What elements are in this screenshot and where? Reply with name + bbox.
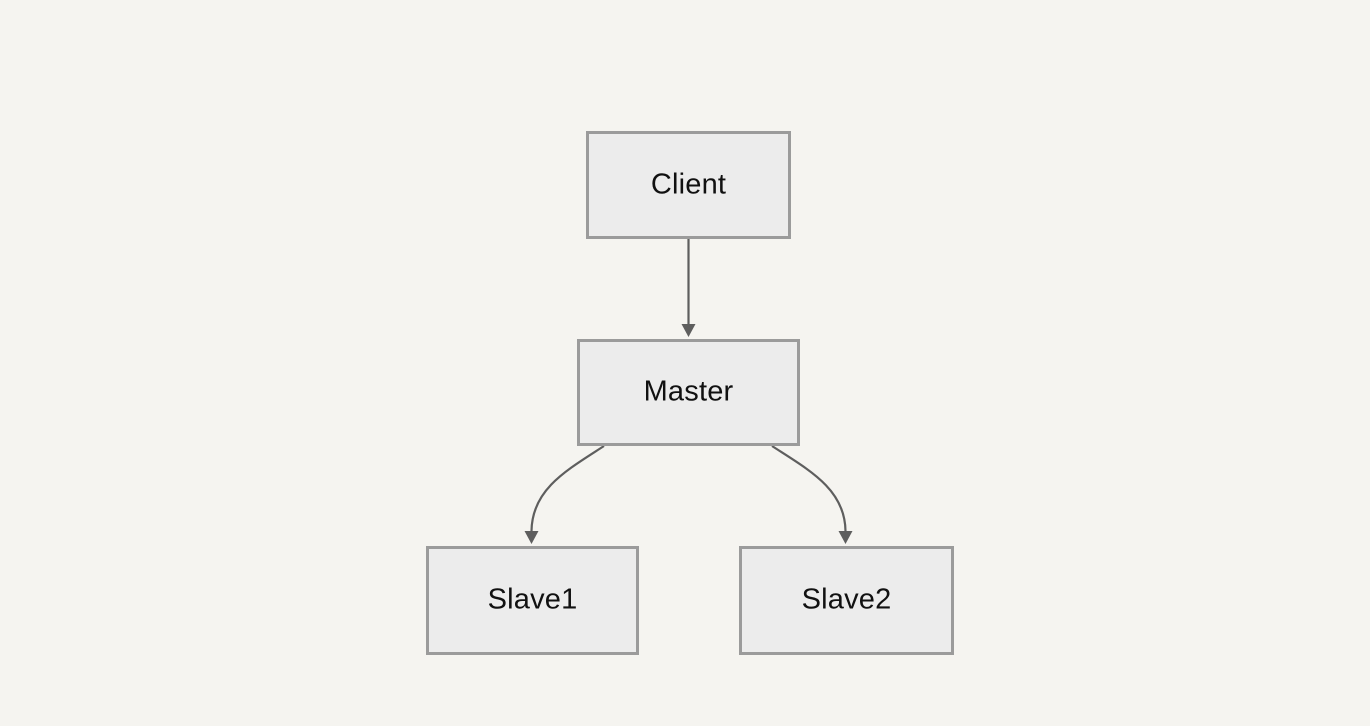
node-master-label: Master: [644, 376, 734, 408]
node-slave1-box[interactable]: [426, 546, 639, 655]
node-master-box[interactable]: [577, 339, 800, 446]
edge-master-to-slave1: [524, 445, 605, 544]
arrowhead-icon-master: [681, 324, 696, 337]
arrowhead-icon-slave2: [838, 531, 853, 544]
edge-line-master-slave2: [771, 445, 847, 532]
arrowhead-icon-slave1: [524, 531, 539, 544]
node-slave1-label: Slave1: [488, 584, 578, 616]
node-client-label: Client: [651, 169, 726, 201]
node-master[interactable]: Master: [577, 339, 800, 446]
node-slave2-label: Slave2: [802, 584, 892, 616]
edge-line-master-slave1: [530, 445, 605, 532]
edge-client-to-master: [681, 239, 696, 337]
node-slave2-box[interactable]: [739, 546, 954, 655]
edge-master-to-slave2: [771, 445, 853, 544]
node-client-box[interactable]: [586, 131, 791, 239]
node-client[interactable]: Client: [586, 131, 791, 239]
node-slave1[interactable]: Slave1: [426, 546, 639, 655]
node-slave2[interactable]: Slave2: [739, 546, 954, 655]
